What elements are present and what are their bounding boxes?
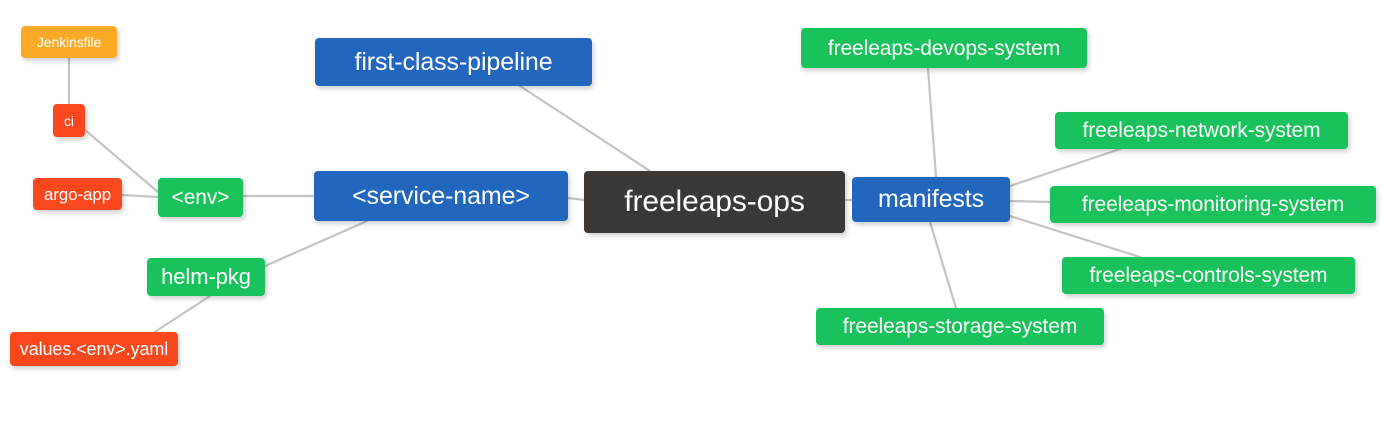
node-manifests[interactable]: manifests (852, 177, 1010, 222)
node-freeleaps-monitoring-system[interactable]: freeleaps-monitoring-system (1050, 186, 1376, 223)
node-service-name[interactable]: <service-name> (314, 171, 568, 221)
node-helm-pkg[interactable]: helm-pkg (147, 258, 265, 296)
node-label: freeleaps-ops (624, 185, 805, 218)
edge-manifests-monitoring (1008, 199, 1052, 204)
edge-servicename-root (566, 196, 586, 202)
edge-servicename-helmpkg (263, 219, 369, 268)
node-label: ci (64, 112, 74, 129)
edge-manifests-network (1008, 147, 1122, 188)
node-argo-app[interactable]: argo-app (33, 178, 122, 210)
node-values-yaml[interactable]: values.<env>.yaml (10, 332, 178, 366)
node-label: freeleaps-controls-system (1089, 264, 1328, 287)
node-freeleaps-devops-system[interactable]: freeleaps-devops-system (801, 28, 1087, 68)
node-label: freeleaps-network-system (1082, 119, 1321, 142)
node-label: argo-app (43, 184, 112, 204)
node-label: values.<env>.yaml (19, 339, 169, 359)
node-env[interactable]: <env> (158, 178, 243, 217)
edge-manifests-storage (928, 220, 958, 310)
node-label: Jenkinsfile (36, 34, 102, 50)
node-label: freeleaps-storage-system (842, 315, 1078, 338)
node-freeleaps-storage-system[interactable]: freeleaps-storage-system (816, 308, 1104, 345)
node-freeleaps-ops[interactable]: freeleaps-ops (584, 171, 845, 233)
edge-helmpkg-values (148, 294, 212, 337)
node-label: freeleaps-devops-system (827, 36, 1061, 60)
node-label: manifests (877, 185, 985, 213)
node-freeleaps-network-system[interactable]: freeleaps-network-system (1055, 112, 1348, 149)
node-label: first-class-pipeline (354, 47, 553, 76)
node-freeleaps-controls-system[interactable]: freeleaps-controls-system (1062, 257, 1355, 294)
node-label: helm-pkg (161, 264, 251, 289)
edge-argoapp-env (120, 193, 160, 199)
edge-pipeline-root (518, 84, 652, 173)
node-ci[interactable]: ci (53, 104, 85, 137)
edge-manifests-devops (926, 66, 938, 179)
node-label: <service-name> (352, 181, 530, 210)
node-label: freeleaps-monitoring-system (1081, 193, 1345, 216)
node-label: <env> (171, 186, 230, 209)
node-jenkinsfile[interactable]: Jenkinsfile (21, 26, 117, 58)
node-first-class-pipeline[interactable]: first-class-pipeline (315, 38, 592, 86)
